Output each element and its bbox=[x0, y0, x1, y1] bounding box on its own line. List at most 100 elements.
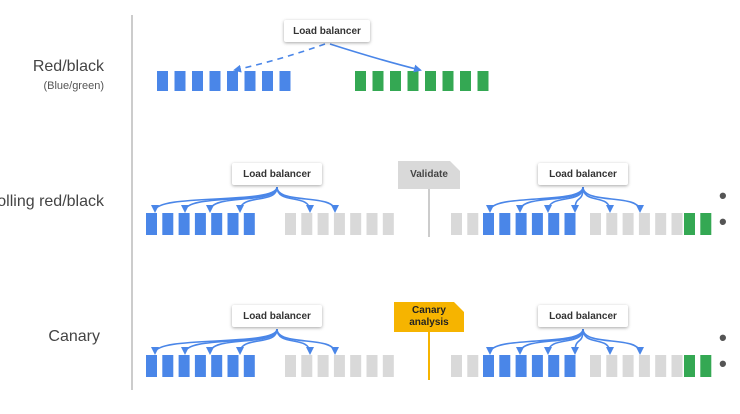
rb-old-instance-8 bbox=[279, 71, 291, 91]
roll-after-green-instance-1 bbox=[684, 213, 695, 235]
can-after-gray-b-instance-6 bbox=[671, 355, 683, 377]
continuation-dots-canary: • • bbox=[719, 325, 730, 376]
roll-after-blue-instance-6 bbox=[564, 213, 576, 235]
roll-before-blue-instance-2 bbox=[162, 213, 174, 235]
rb-new-instance-3 bbox=[390, 71, 401, 91]
can-after-blue-instance-1 bbox=[483, 355, 494, 377]
canary-tag-corner bbox=[454, 302, 464, 312]
can-after-gray-b-instance-3 bbox=[622, 355, 634, 377]
rb-old-instance-5 bbox=[227, 71, 238, 91]
can-after-green-instance-1 bbox=[684, 355, 695, 377]
rb-new-instance-1 bbox=[355, 71, 366, 91]
can-before-gray-instance-5 bbox=[350, 355, 362, 377]
roll-after-arrow-6 bbox=[582, 186, 644, 213]
load-balancer-rolling-after: Load balancer bbox=[538, 163, 628, 185]
can-after-blue-instance-4 bbox=[531, 355, 543, 377]
can-before-blue-instance-6 bbox=[227, 355, 239, 377]
can-before-gray-instance-2 bbox=[301, 355, 313, 377]
roll-after-blue-instance-5 bbox=[548, 213, 560, 235]
load-balancer-canary-after: Load balancer bbox=[538, 305, 628, 327]
rb-old-instance-6 bbox=[244, 71, 256, 91]
roll-after-gray-b-instance-2 bbox=[606, 213, 618, 235]
roll-before-blue-instance-6 bbox=[227, 213, 239, 235]
can-before-arrow-1 bbox=[151, 328, 278, 355]
canary-analysis-tag: Canary analysis bbox=[394, 302, 464, 332]
roll-after-gray-a-instance-1 bbox=[451, 213, 462, 235]
vertical-divider bbox=[131, 15, 133, 390]
validate-tag: Validate bbox=[398, 161, 460, 189]
can-before-gray-instance-6 bbox=[366, 355, 378, 377]
can-after-arrow-2 bbox=[516, 328, 584, 355]
rb-old-instance-1 bbox=[157, 71, 168, 91]
roll-after-gray-b-instance-1 bbox=[590, 213, 601, 235]
rb-new-instance-5 bbox=[425, 71, 436, 91]
roll-after-gray-b-instance-3 bbox=[622, 213, 634, 235]
canary-stem bbox=[428, 332, 430, 380]
can-after-gray-a-instance-2 bbox=[467, 355, 479, 377]
validate-stem bbox=[428, 189, 430, 237]
can-before-arrow-2 bbox=[181, 328, 278, 355]
can-before-gray-instance-3 bbox=[317, 355, 329, 377]
can-before-gray-instance-4 bbox=[333, 355, 345, 377]
can-before-blue-instance-1 bbox=[146, 355, 157, 377]
roll-after-green-instance-2 bbox=[700, 213, 712, 235]
rb-old-instance-2 bbox=[174, 71, 186, 91]
can-after-blue-instance-2 bbox=[499, 355, 511, 377]
row-label-red-black: Red/black bbox=[32, 58, 104, 75]
can-after-arrow-1 bbox=[486, 328, 584, 355]
can-after-arrow-6 bbox=[582, 328, 644, 355]
rb-new-instance-7 bbox=[460, 71, 471, 91]
rb-old-instance-3 bbox=[192, 71, 203, 91]
roll-before-blue-instance-3 bbox=[178, 213, 190, 235]
roll-before-gray-instance-1 bbox=[285, 213, 296, 235]
can-before-blue-instance-4 bbox=[194, 355, 206, 377]
continuation-dots-rolling: • • bbox=[719, 183, 730, 234]
can-after-gray-a-instance-1 bbox=[451, 355, 462, 377]
roll-before-blue-instance-4 bbox=[194, 213, 206, 235]
roll-before-gray-instance-6 bbox=[366, 213, 378, 235]
load-balancer-canary-before: Load balancer bbox=[232, 305, 322, 327]
rb-old-instance-7 bbox=[262, 71, 273, 91]
row-label-rolling-red-black: Rolling red/black bbox=[0, 193, 104, 210]
roll-after-gray-b-instance-6 bbox=[671, 213, 683, 235]
can-after-gray-b-instance-1 bbox=[590, 355, 601, 377]
can-before-arrow-6 bbox=[276, 328, 339, 355]
roll-after-blue-instance-3 bbox=[515, 213, 527, 235]
rb-old-instance-4 bbox=[209, 71, 221, 91]
roll-before-blue-instance-5 bbox=[211, 213, 223, 235]
roll-before-gray-instance-3 bbox=[317, 213, 329, 235]
rb-arrow-old bbox=[233, 43, 326, 73]
roll-after-blue-instance-1 bbox=[483, 213, 494, 235]
can-after-gray-b-instance-5 bbox=[655, 355, 667, 377]
roll-after-gray-a-instance-2 bbox=[467, 213, 479, 235]
can-after-blue-instance-5 bbox=[548, 355, 560, 377]
can-before-blue-instance-7 bbox=[243, 355, 255, 377]
can-after-gray-b-instance-2 bbox=[606, 355, 618, 377]
roll-before-blue-instance-7 bbox=[243, 213, 255, 235]
can-after-arrow-3 bbox=[544, 328, 584, 355]
roll-before-arrow-4 bbox=[236, 186, 278, 213]
can-before-gray-instance-7 bbox=[382, 355, 394, 377]
load-balancer-rolling-before: Load balancer bbox=[232, 163, 322, 185]
validate-tag-corner bbox=[450, 161, 460, 171]
can-before-blue-instance-2 bbox=[162, 355, 174, 377]
roll-after-arrow-3 bbox=[544, 186, 584, 213]
load-balancer-red-black: Load balancer bbox=[284, 20, 370, 42]
roll-after-arrow-1 bbox=[486, 186, 584, 213]
roll-before-gray-instance-4 bbox=[333, 213, 345, 235]
roll-before-gray-instance-5 bbox=[350, 213, 362, 235]
rb-arrow-new bbox=[329, 43, 422, 73]
roll-before-arrow-1 bbox=[151, 186, 278, 213]
roll-after-gray-b-instance-4 bbox=[638, 213, 650, 235]
roll-after-blue-instance-2 bbox=[499, 213, 511, 235]
can-before-gray-instance-1 bbox=[285, 355, 296, 377]
roll-after-blue-instance-4 bbox=[531, 213, 543, 235]
roll-before-arrow-2 bbox=[181, 186, 278, 213]
roll-before-gray-instance-7 bbox=[382, 213, 394, 235]
rb-new-instance-6 bbox=[442, 71, 454, 91]
can-after-blue-instance-6 bbox=[564, 355, 576, 377]
can-after-green-instance-2 bbox=[700, 355, 712, 377]
rb-new-instance-4 bbox=[407, 71, 419, 91]
can-before-blue-instance-3 bbox=[178, 355, 190, 377]
